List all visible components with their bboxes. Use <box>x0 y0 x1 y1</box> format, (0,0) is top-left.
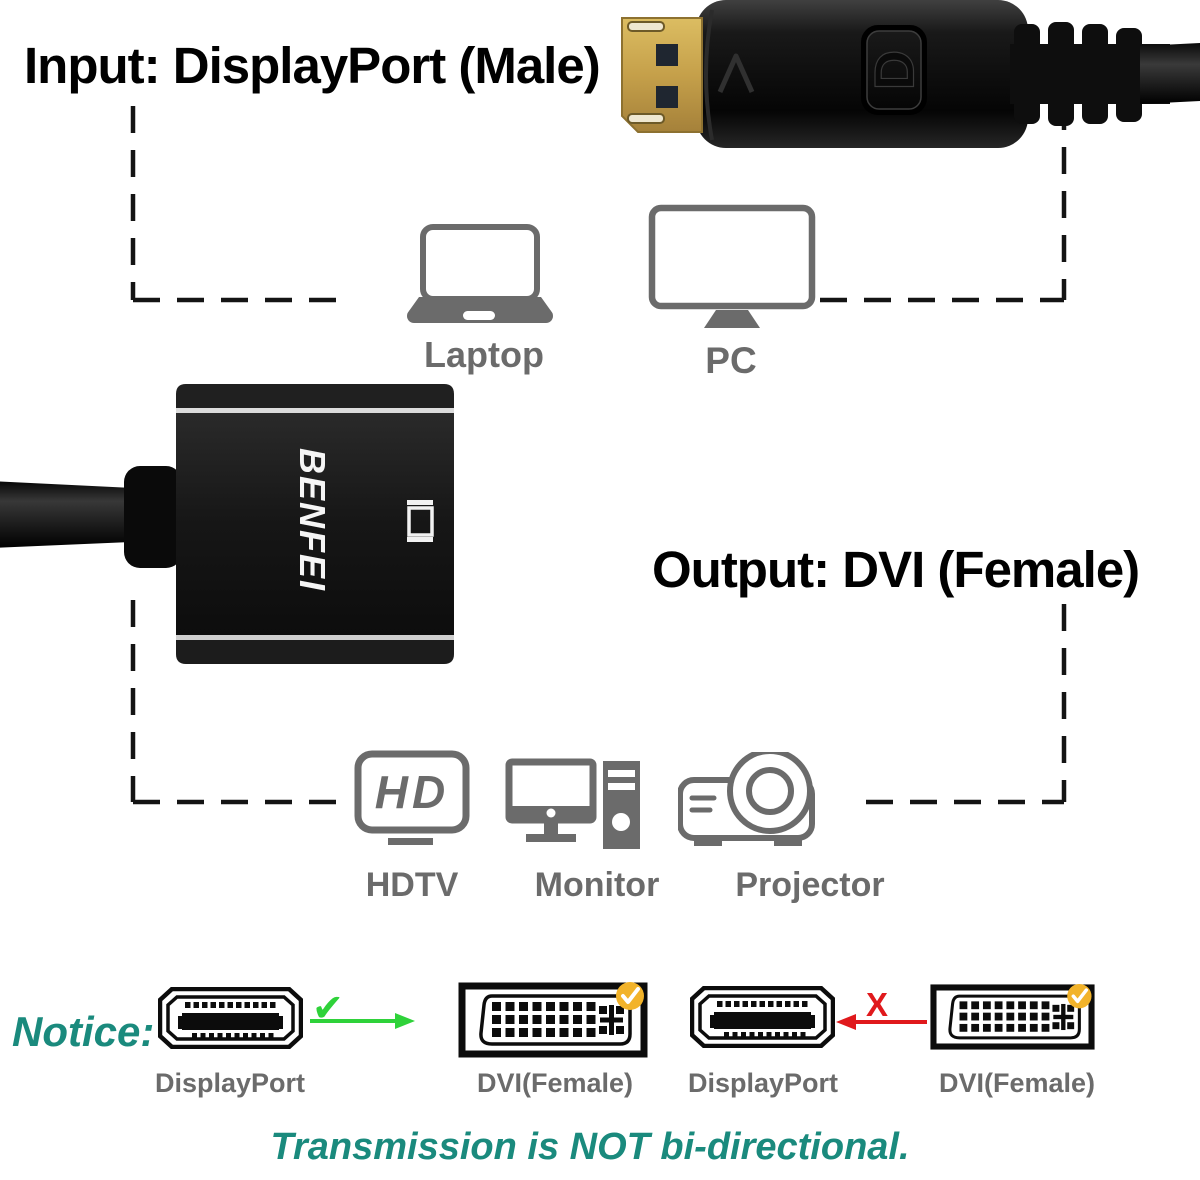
dvi-port-mini-icon <box>407 500 434 542</box>
adapter-strain-relief <box>124 466 182 568</box>
dvi-female-label-1: DVI(Female) <box>476 1068 634 1098</box>
displayport-label-2: DisplayPort <box>687 1068 839 1098</box>
svg-text:D: D <box>863 50 926 90</box>
adapter-cable <box>0 481 132 548</box>
dvi-female-label-2: DVI(Female) <box>938 1068 1096 1098</box>
projector-icon <box>678 752 815 846</box>
monitor-icon <box>505 758 640 849</box>
approved-badge-icon-2 <box>1067 984 1092 1009</box>
molded-chevron <box>717 53 755 94</box>
red-arrow-icon <box>836 1014 927 1030</box>
output-title: Output: DVI (Female) <box>652 541 1140 598</box>
displayport-port-icon <box>158 987 303 1049</box>
pc-label: PC <box>705 340 757 381</box>
notice-label: Notice: <box>12 1008 155 1055</box>
input-title: Input: DisplayPort (Male) <box>24 37 601 94</box>
green-arrow-icon <box>310 1013 415 1029</box>
adapter-photo <box>0 384 454 664</box>
dvi-female-port-icon-2 <box>930 984 1095 1050</box>
displayport-male-connector-photo: D <box>621 0 1200 148</box>
pc-icon <box>648 204 816 328</box>
cable <box>1140 43 1200 104</box>
approved-badge-icon <box>616 982 644 1010</box>
footnote-text: Transmission is NOT bi-directional. <box>270 1126 910 1168</box>
projector-label: Projector <box>735 866 885 904</box>
laptop-label: Laptop <box>424 334 544 375</box>
monitor-label: Monitor <box>534 866 660 904</box>
displayport-port-icon-2 <box>690 986 835 1048</box>
displayport-label-1: DisplayPort <box>154 1068 306 1098</box>
hdtv-label: HDTV <box>365 866 459 904</box>
hdtv-icon: HD <box>354 750 470 845</box>
brand-logo-text: BENFEI <box>292 447 333 592</box>
dvi-female-port-icon <box>458 982 648 1058</box>
cross-icon: X <box>866 986 889 1023</box>
laptop-icon <box>407 224 553 323</box>
hd-icon-text: HD <box>375 766 449 818</box>
gold-plug <box>621 17 703 133</box>
dp-logo-emboss: D <box>861 25 927 115</box>
